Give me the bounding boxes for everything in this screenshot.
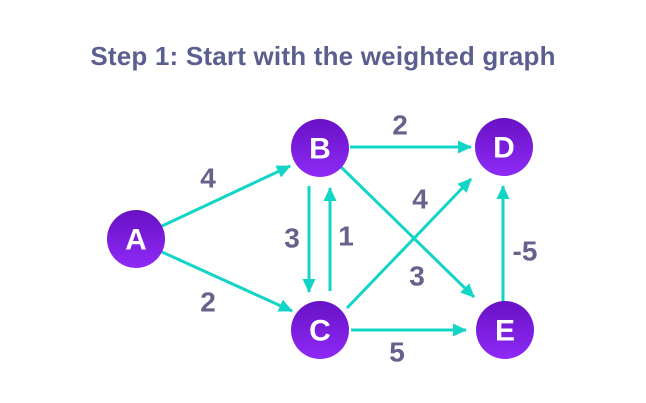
node-C [291, 301, 349, 359]
node-B [291, 119, 349, 177]
node-D [475, 118, 533, 176]
edge-weight-B-D: 2 [392, 110, 408, 141]
node-label-A: A [125, 224, 147, 257]
edge-weight-A-B: 4 [200, 163, 216, 194]
edge-B-E [338, 164, 476, 299]
edge-C-D [345, 177, 473, 310]
step-title: Step 1: Start with the weighted graph [90, 41, 556, 71]
node-label-E: E [495, 315, 515, 348]
edge-weight-B-C: 3 [284, 223, 300, 254]
edge-A-B [161, 164, 291, 228]
edge-weight-C-D: 4 [412, 184, 428, 215]
node-A [107, 210, 165, 268]
node-label-B: B [309, 133, 331, 166]
edge-weight-A-C: 2 [200, 287, 216, 318]
edge-weight-E-D: -5 [513, 236, 538, 267]
edge-weight-B-E: 3 [409, 261, 425, 292]
node-E [476, 301, 534, 359]
node-label-D: D [493, 132, 515, 165]
edge-weight-C-B: 1 [338, 221, 354, 252]
edge-A-C [161, 250, 293, 313]
node-label-C: C [309, 315, 331, 348]
edge-weight-C-E: 5 [389, 337, 405, 368]
